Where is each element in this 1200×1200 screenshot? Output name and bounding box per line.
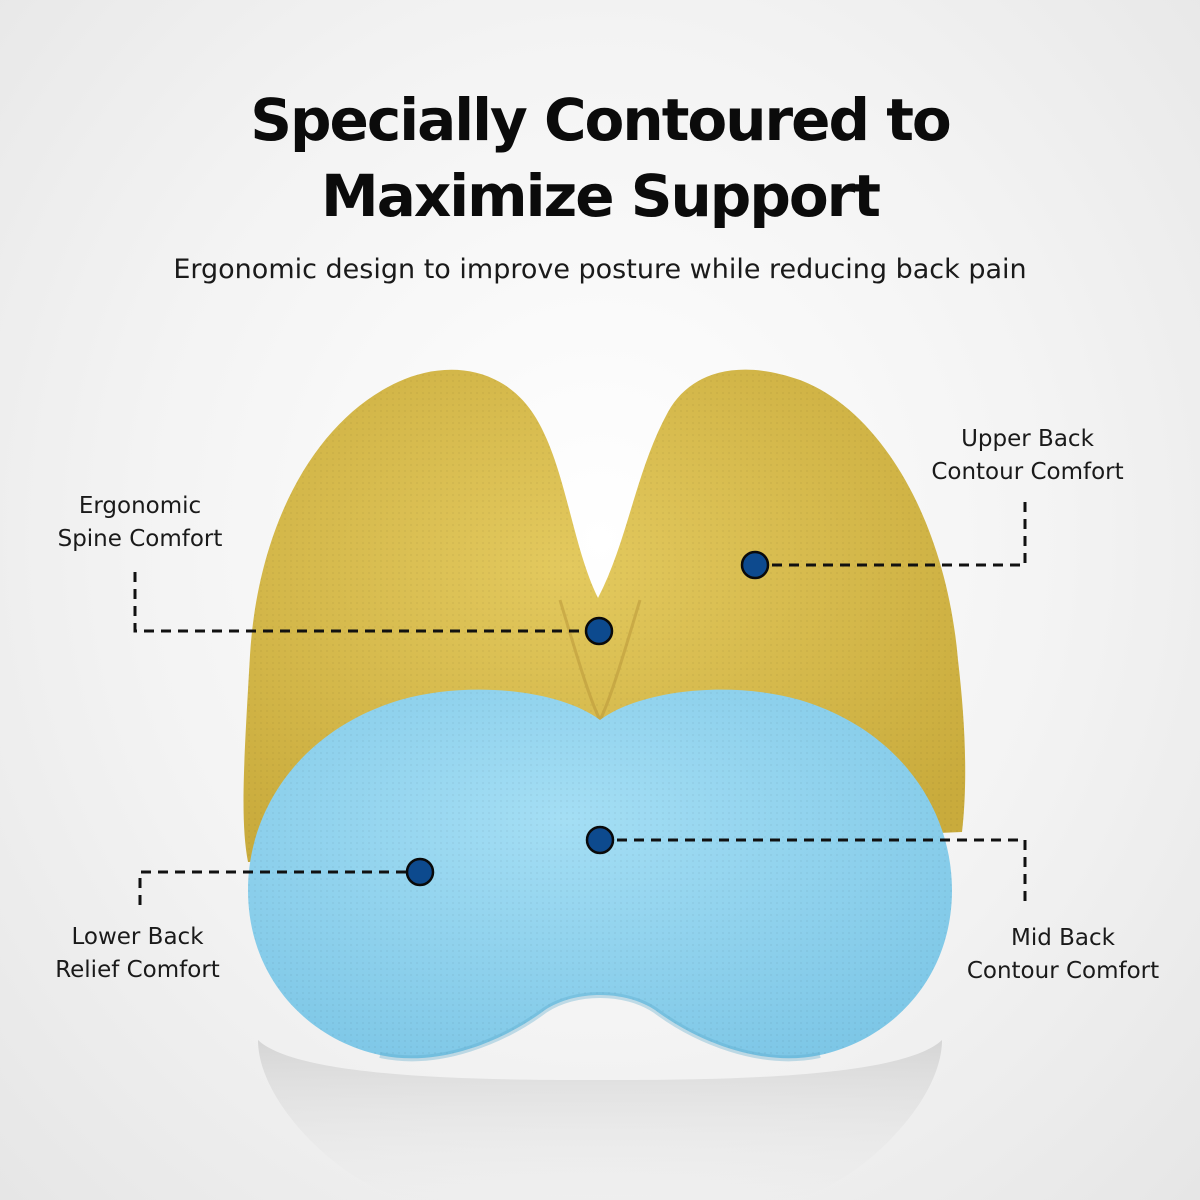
- spine-marker: [584, 616, 614, 646]
- upper-back-label-line-1: Upper Back: [961, 426, 1094, 452]
- mid-back-label-line-2: Contour Comfort: [966, 958, 1160, 984]
- cushion-reflection: [258, 1040, 942, 1200]
- lower-back-label-line-2: Relief Comfort: [55, 957, 220, 983]
- upper-back-marker: [740, 550, 770, 580]
- subtitle: Ergonomic design to improve posture whil…: [173, 254, 1027, 285]
- upper-back-leader-line: [755, 502, 1027, 567]
- spine-leader-line: [133, 572, 598, 633]
- lower-back-marker: [405, 857, 435, 887]
- lower-back-label: Lower Back Relief Comfort: [20, 921, 255, 987]
- headline-line-1: Specially Contoured to: [250, 86, 952, 154]
- mid-back-leader-line: [600, 838, 1027, 905]
- upper-back-label-line-2: Contour Comfort: [931, 459, 1124, 485]
- spine-comfort-label-line-2: Spine Comfort: [57, 526, 223, 552]
- lower-cushion: [248, 689, 952, 1062]
- headline-line-2: Maximize Support: [320, 162, 881, 230]
- upper-back-label: Upper Back Contour Comfort: [905, 423, 1150, 489]
- mid-back-label-line-1: Mid Back: [1011, 925, 1115, 951]
- spine-comfort-label: Ergonomic Spine Comfort: [20, 490, 260, 556]
- mid-back-label: Mid Back Contour Comfort: [943, 922, 1183, 988]
- headline: Specially Contoured to Maximize Support: [0, 82, 1200, 234]
- mid-back-marker: [585, 825, 615, 855]
- lower-back-label-line-1: Lower Back: [71, 924, 204, 950]
- spine-comfort-label-line-1: Ergonomic: [78, 493, 202, 519]
